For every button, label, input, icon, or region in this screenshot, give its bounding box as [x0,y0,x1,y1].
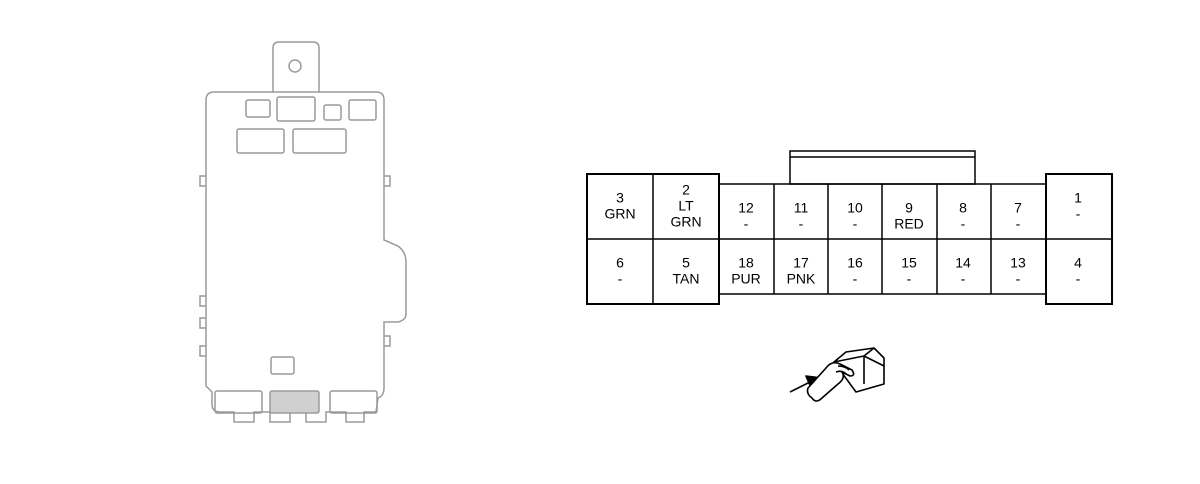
pin-wire-color: - [1016,216,1021,232]
pin-8-label: 8- [959,200,967,232]
pin-wire-color: - [618,271,623,287]
pin-number: 2 [682,182,690,198]
edge-notch [384,335,391,347]
module-port [270,356,295,375]
connector-face [586,150,1113,305]
pin-number: 15 [901,255,917,271]
module-port [236,128,285,154]
pin-wire-color: - [799,216,804,232]
edge-notch [199,295,206,307]
edge-notch [384,175,391,187]
pin-wire-color: - [907,271,912,287]
pin-number: 12 [738,200,754,216]
pin-11-label: 11- [794,200,809,232]
pin-10-label: 10- [847,200,863,232]
module-port [292,128,347,154]
pin-number: 7 [1014,200,1022,216]
pin-wire-color: - [744,216,749,232]
pin-number: 16 [847,255,863,271]
edge-notch [199,317,206,329]
pin-number: 11 [794,200,809,216]
pin-wire-color: - [1076,206,1081,222]
connector-lock-tab [789,150,976,185]
pin-12-label: 12- [738,200,754,232]
pin-number: 5 [682,255,690,271]
pin-number: 18 [738,255,754,271]
pin-number: 17 [793,255,809,271]
pin-number: 8 [959,200,967,216]
pin-4-label: 4- [1074,255,1082,287]
module-port [214,390,263,414]
pin-wire-color: TAN [673,271,700,287]
pin-6-label: 6- [616,255,624,287]
pin-number: 3 [616,190,624,206]
pin-wire-color: GRN [670,214,701,230]
pin-number: 6 [616,255,624,271]
module-body [205,91,407,423]
pin-wire-color: LT [678,198,694,214]
pin-number: 4 [1074,255,1082,271]
module-port [276,96,316,122]
pin-number: 13 [1010,255,1026,271]
pin-14-label: 14- [955,255,971,287]
pin-wire-color: - [961,271,966,287]
pin-wire-color: PUR [731,271,761,287]
pin-1-label: 1- [1074,190,1082,222]
module-port [329,390,378,414]
pin-16-label: 16- [847,255,863,287]
pin-wire-color: GRN [604,206,635,222]
pin-wire-color: - [1076,271,1081,287]
pin-15-label: 15- [901,255,917,287]
pin-wire-color: - [961,216,966,232]
mounting-hole [288,59,302,73]
mounting-tab [272,41,320,92]
pin-number: 1 [1074,190,1082,206]
pin-wire-color: RED [894,216,924,232]
edge-notch [199,345,206,357]
module-port [323,104,342,121]
pin-number: 14 [955,255,971,271]
wire-harness-side-connector-icon [789,347,885,402]
edge-notch [199,175,206,187]
pin-7-label: 7- [1014,200,1022,232]
control-module-outline-icon [199,41,407,423]
pin-wire-color: - [853,216,858,232]
pin-13-label: 13- [1010,255,1026,287]
highlighted-connector [269,390,320,414]
pin-wire-color: - [853,271,858,287]
module-port [348,99,377,121]
pin-number: 9 [905,200,913,216]
pin-number: 10 [847,200,863,216]
module-port [245,99,271,118]
pin-wire-color: - [1016,271,1021,287]
pin-wire-color: PNK [787,271,816,287]
